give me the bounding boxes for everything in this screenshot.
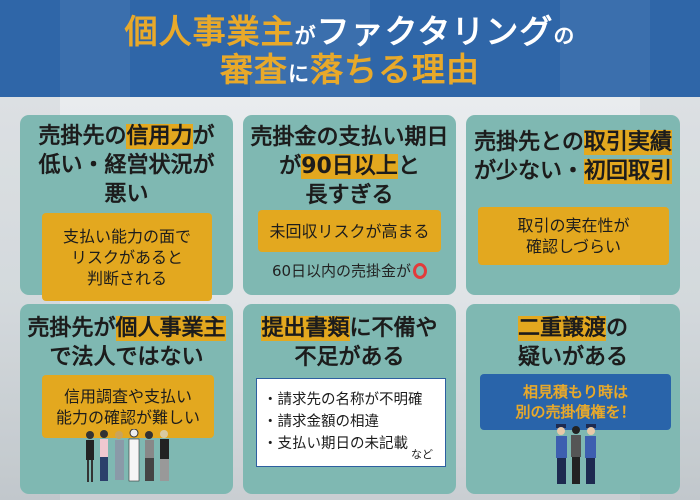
title-text: 売掛先の: [38, 124, 127, 149]
reason-card-credit: 売掛先の信用力が 低い・経営状況が 悪い 支払い能力の面で リスクがあると 判断…: [20, 115, 233, 301]
title-highlight: 取引実績: [583, 130, 672, 155]
title-text: 売掛金の支払い期日: [250, 125, 449, 150]
title-highlight: 初回取引: [584, 159, 673, 184]
consequence-box: 支払い能力の面で リスクがあると 判断される: [42, 213, 212, 301]
consequence-box: 取引の実在性が 確認しづらい: [478, 207, 669, 265]
title-text: 売掛先との: [474, 130, 584, 155]
title-highlight: 提出書類: [261, 316, 350, 341]
list-suffix: など: [411, 448, 433, 461]
title-line-1: 個人事業主がファクタリングの: [0, 12, 700, 56]
title-text: 売掛先が: [27, 316, 116, 341]
box-text: 未回収リスクが高まる: [269, 221, 430, 241]
red-circle-icon: [413, 263, 428, 279]
box-text: 取引の実在性が: [517, 216, 630, 235]
card-title: 売掛先が個人事業主 で法人ではない: [20, 314, 233, 372]
title-text: 審査: [220, 50, 288, 89]
box-text: 別の売掛債権を！: [515, 403, 636, 421]
title-text: ファクタリング: [316, 12, 554, 51]
title-text: が: [294, 24, 317, 48]
card-title: 売掛先の信用力が 低い・経営状況が 悪い: [20, 122, 233, 209]
box-text: リスクがあると: [70, 247, 183, 267]
title-text: に: [288, 62, 310, 86]
title-highlight: 信用力: [126, 124, 193, 149]
note: 60日以内の売掛金が: [243, 260, 456, 281]
card-title: 二重譲渡の 疑いがある: [466, 314, 680, 372]
advice-box: 相見積もり時は 別の売掛債権を！: [480, 374, 671, 430]
title-text: 疑いがある: [517, 345, 628, 370]
title-text: の: [606, 316, 629, 341]
box-text: 信用調査や支払い: [63, 386, 192, 406]
title-text: 落ちる理由: [310, 50, 480, 89]
title-highlight: 二重譲渡: [517, 316, 606, 341]
consequence-box: 未回収リスクが高まる: [258, 210, 441, 252]
card-title: 売掛金の支払い期日 が90日以上と 長すぎる: [243, 123, 456, 210]
title-text: 長すぎる: [305, 183, 394, 208]
box-text: 支払い能力の面で: [62, 226, 191, 246]
list-item: ・請求先の名称が不明確: [263, 392, 423, 408]
title-line-2: 審査に落ちる理由: [0, 50, 700, 94]
title-text: 悪い: [104, 182, 149, 207]
title-text: 不足がある: [294, 345, 405, 370]
title-highlight: 個人事業主: [115, 316, 226, 341]
list-item: ・請求金額の相違: [263, 414, 379, 430]
title-highlight: 個人事業主: [124, 12, 295, 51]
note-text: 60日以内の売掛金が: [271, 262, 412, 280]
title-text: に不備や: [349, 316, 438, 341]
reason-card-sole-proprietor: 売掛先が個人事業主 で法人ではない 信用調査や支払い 能力の確認が難しい: [20, 304, 233, 494]
box-text: 判断される: [86, 268, 167, 288]
title-text: が少ない・: [473, 159, 584, 184]
title-text: が: [279, 154, 302, 179]
title-text: の: [553, 24, 576, 48]
card-title: 売掛先との取引実績 が少ない・初回取引: [466, 128, 680, 186]
police-illustration: [556, 424, 596, 484]
list-item: ・支払い期日の未記載: [263, 436, 408, 452]
box-text: 相見積もり時は: [522, 383, 628, 401]
header-banner: 個人事業主がファクタリングの 審査に落ちる理由: [0, 0, 700, 97]
deficiency-list: ・請求先の名称が不明確 ・請求金額の相違 ・支払い期日の未記載 など: [256, 378, 446, 467]
reason-card-payment-term: 売掛金の支払い期日 が90日以上と 長すぎる 未回収リスクが高まる 60日以内の…: [243, 115, 456, 295]
title-text: が: [192, 124, 215, 149]
title-text: 低い・経営状況が: [38, 153, 215, 178]
title-text: と: [397, 154, 420, 179]
box-text: 能力の確認が難しい: [55, 407, 200, 427]
consequence-box: 信用調査や支払い 能力の確認が難しい: [42, 375, 214, 438]
reason-card-documents: 提出書類に不備や 不足がある ・請求先の名称が不明確 ・請求金額の相違 ・支払い…: [243, 304, 456, 494]
reason-card-double-assignment: 二重譲渡の 疑いがある 相見積もり時は 別の売掛債権を！: [466, 304, 680, 494]
card-title: 提出書類に不備や 不足がある: [243, 314, 456, 372]
reason-card-track-record: 売掛先との取引実績 が少ない・初回取引 取引の実在性が 確認しづらい: [466, 115, 680, 295]
box-text: 確認しづらい: [525, 237, 622, 256]
title-highlight: 90日以上: [301, 154, 398, 179]
title-text: で法人ではない: [49, 345, 204, 370]
people-illustration: [86, 429, 169, 482]
